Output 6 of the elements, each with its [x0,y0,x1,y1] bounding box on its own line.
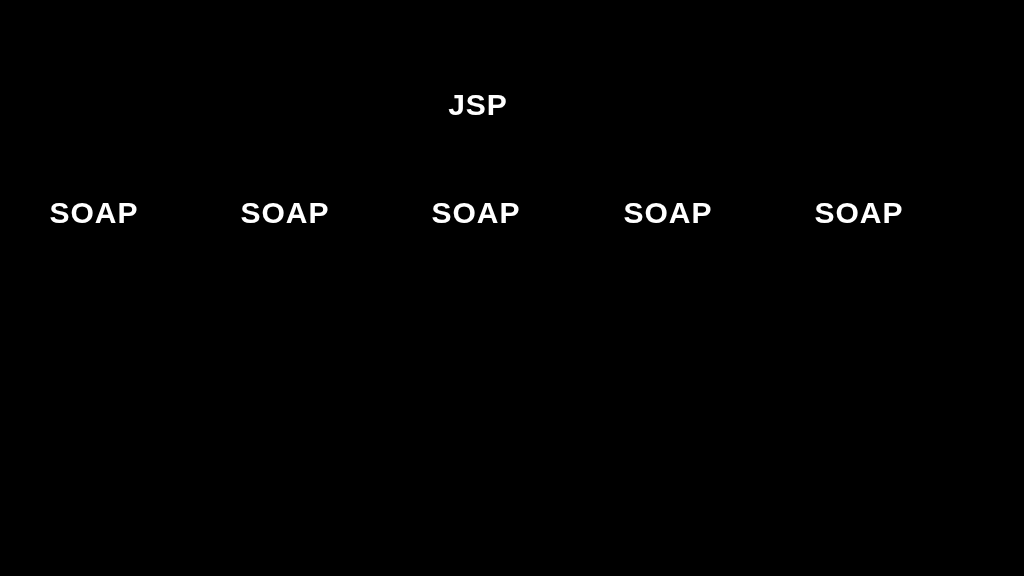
text-label: SOAP [49,195,139,229]
text-label: SOAP [623,195,713,229]
text-label: SOAP [240,195,330,229]
text-label: SOAP [814,195,904,229]
text-label: JSP [448,87,508,121]
text-label: SOAP [431,195,521,229]
